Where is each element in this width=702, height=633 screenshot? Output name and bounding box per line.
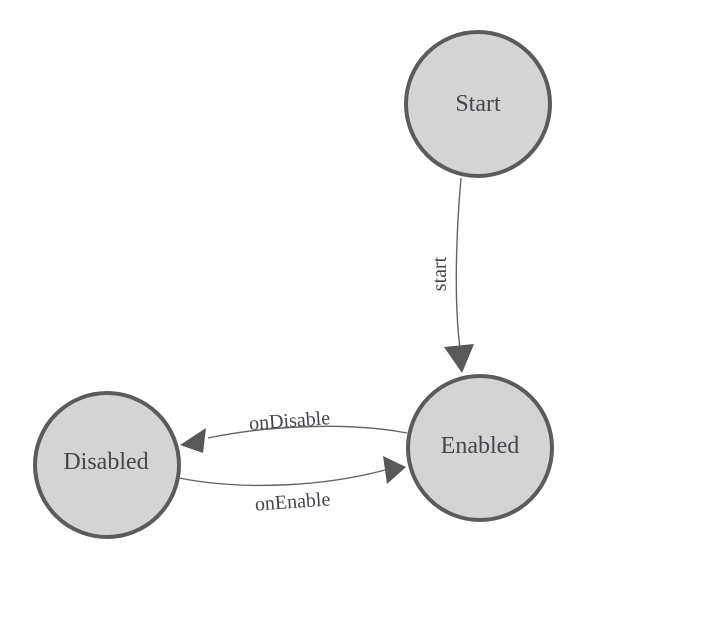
node-disabled-circle [33, 391, 181, 539]
ondisable-transition-label: onDisable [248, 407, 331, 435]
ondisable-transition-path [207, 425, 408, 439]
onenable-transition-path [178, 469, 386, 487]
onenable-transition-arrowhead-icon [383, 456, 406, 484]
edge-ondisable-transition: onDisable [180, 407, 408, 453]
start-transition-path [455, 177, 462, 349]
node-disabled-label: Disabled [63, 449, 148, 475]
ondisable-transition-arrowhead-icon [180, 428, 206, 453]
onenable-transition-label: onEnable [254, 488, 331, 515]
edge-start-transition: start [429, 177, 474, 373]
start-transition-label: start [429, 256, 451, 291]
node-enabled-circle [406, 374, 554, 522]
edge-onenable-transition: onEnable [178, 456, 406, 516]
start-transition-arrowhead-icon [444, 344, 474, 373]
node-enabled-label: Enabled [441, 433, 520, 459]
node-disabled: Disabled [33, 391, 181, 539]
node-enabled: Enabled [406, 374, 554, 522]
node-start-label: Start [455, 91, 501, 117]
node-start: Start [404, 30, 552, 178]
node-start-circle [404, 30, 552, 178]
